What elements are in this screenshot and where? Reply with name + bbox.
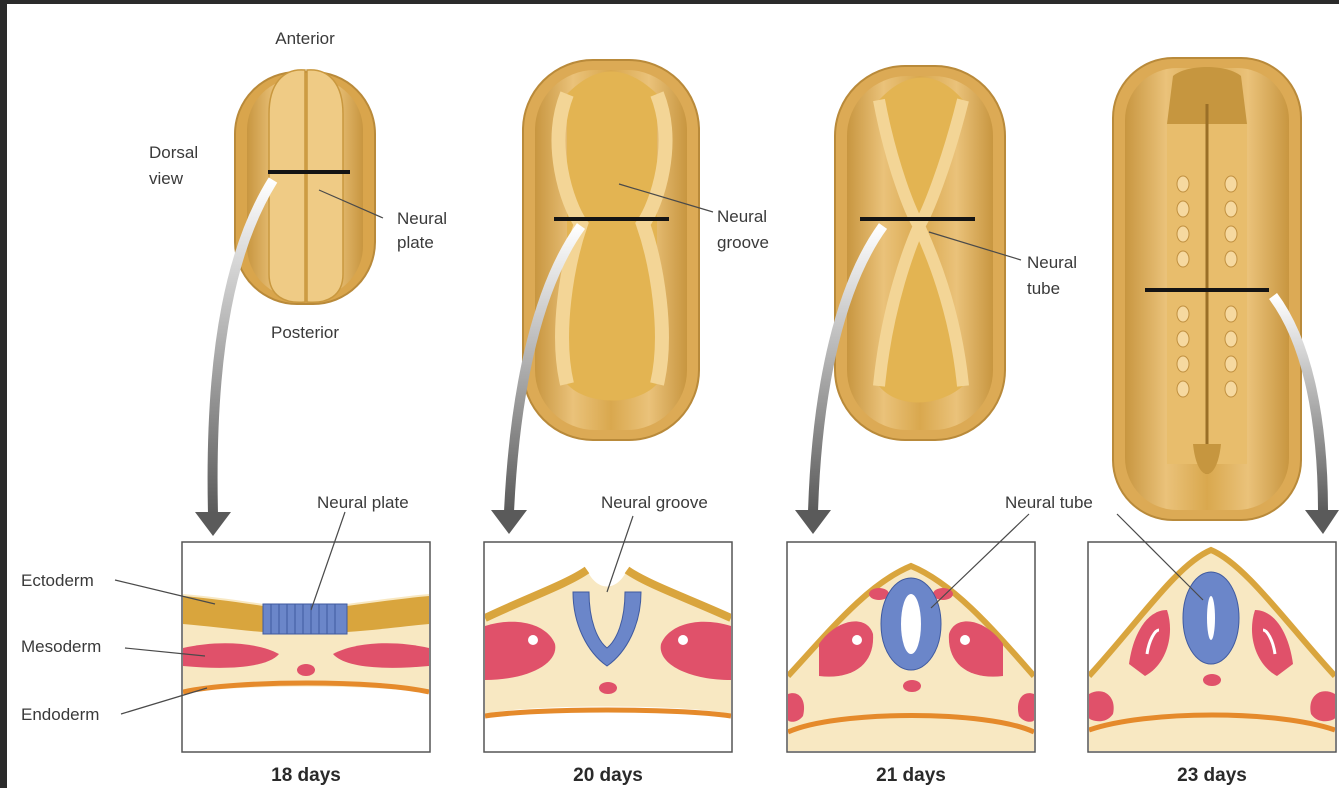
endoderm-label: Endoderm bbox=[21, 705, 99, 724]
ectoderm-label: Ectoderm bbox=[21, 571, 94, 590]
day-label-18: 18 days bbox=[271, 765, 341, 786]
section-23-days bbox=[1088, 542, 1336, 752]
day-label-23: 23 days bbox=[1177, 765, 1247, 786]
day-label-20: 20 days bbox=[573, 765, 643, 786]
posterior-label: Posterior bbox=[271, 323, 339, 342]
section-20-days bbox=[484, 542, 732, 752]
embryo-21-days bbox=[835, 66, 1005, 440]
diagram: Anterior Posterior Dorsal view Neural pl… bbox=[7, 4, 1339, 788]
day-label-21: 21 days bbox=[876, 765, 946, 786]
down-arrow-icon bbox=[795, 510, 831, 534]
neural-plate-label: Neural plate bbox=[317, 493, 409, 512]
neural-groove-label: Neural groove bbox=[601, 493, 708, 512]
down-arrow-icon bbox=[1305, 510, 1339, 534]
embryo-23-days bbox=[1113, 58, 1301, 520]
dorsal-view-label-line1: Dorsal bbox=[149, 143, 198, 162]
neural-tube-top-label-line1: Neural bbox=[1027, 253, 1077, 272]
neural-groove-top-label-line1: Neural bbox=[717, 207, 767, 226]
embryo-20-days bbox=[523, 60, 699, 440]
neural-plate-top-label-line2: plate bbox=[397, 233, 434, 252]
neurulation-diagram: Anterior Posterior Dorsal view Neural pl… bbox=[7, 4, 1339, 788]
anterior-label: Anterior bbox=[275, 29, 335, 48]
mesoderm-label: Mesoderm bbox=[21, 637, 101, 656]
neural-tube-top-label-line2: tube bbox=[1027, 279, 1060, 298]
section-18-days bbox=[182, 542, 430, 752]
embryo-18-days bbox=[235, 70, 375, 304]
neural-tube-label: Neural tube bbox=[1005, 493, 1093, 512]
down-arrow-icon bbox=[491, 510, 527, 534]
neural-plate-top-label-line1: Neural bbox=[397, 209, 447, 228]
section-21-days bbox=[787, 542, 1035, 752]
down-arrow-icon bbox=[195, 512, 231, 536]
neural-groove-top-label-line2: groove bbox=[717, 233, 769, 252]
dorsal-view-label-line2: view bbox=[149, 169, 184, 188]
